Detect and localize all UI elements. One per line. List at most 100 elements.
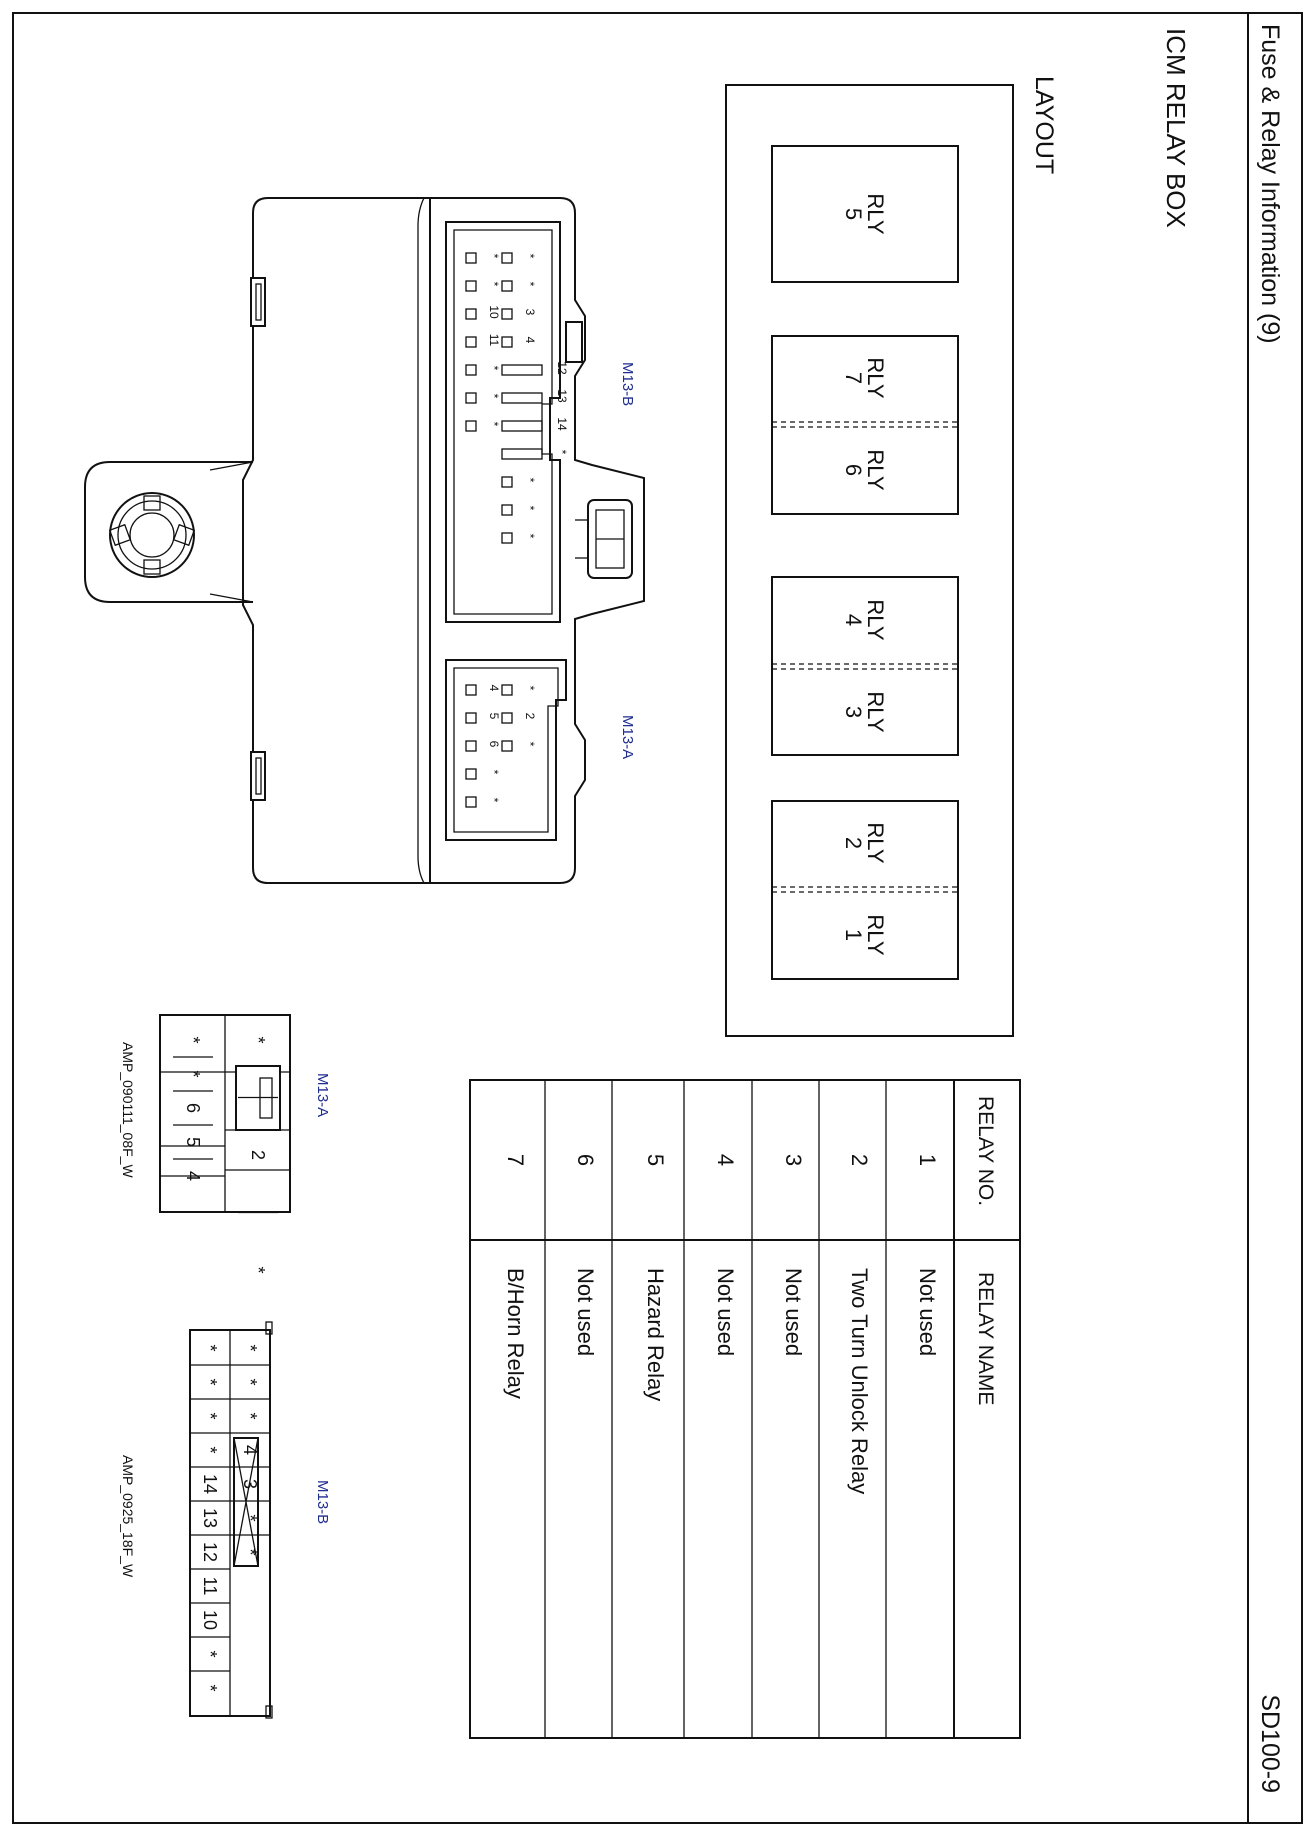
- m13a-socket-label: M13-A: [619, 715, 636, 759]
- relay-label-1: RLY 1: [841, 914, 888, 955]
- socket-pin-label: *: [523, 282, 537, 287]
- housing-tab-lower: [250, 751, 266, 801]
- table-cell-no: 7: [503, 1154, 528, 1166]
- socket-pin: [465, 308, 477, 320]
- relay-block-4-3: [771, 576, 959, 756]
- socket-pin-label: *: [487, 366, 501, 371]
- m13a-connector-face: *2* **654: [159, 1014, 291, 1274]
- table-header-name: RELAY NAME: [974, 1272, 997, 1405]
- m13b-socket-label: M13-B: [619, 362, 636, 406]
- socket-pin: [465, 740, 477, 752]
- relay-label-5: RLY 5: [841, 193, 888, 234]
- mount-bracket-fillets: [209, 461, 254, 603]
- m13a-pins-inner: 456**: [465, 684, 501, 808]
- socket-pin-label: *: [487, 798, 501, 803]
- socket-pin: [465, 252, 477, 264]
- socket-pin: [501, 392, 543, 404]
- face-pin-label: 4: [183, 1171, 203, 1181]
- socket-pin: [465, 684, 477, 696]
- socket-pin: [501, 336, 513, 348]
- face-pin-label: *: [183, 1036, 203, 1043]
- socket-pin: [501, 740, 513, 752]
- socket-pin-label: *: [523, 506, 537, 511]
- socket-pin-label: 10: [487, 305, 501, 319]
- socket-pin: [501, 684, 513, 696]
- relay-label-3: RLY 3: [841, 691, 888, 732]
- svg-text:RLY: RLY: [863, 449, 888, 490]
- socket-pin-label: 12: [555, 361, 569, 375]
- relay-block-2-1: [771, 800, 959, 980]
- socket-pin-label: *: [487, 394, 501, 399]
- housing-tab-lower-slot: [255, 757, 262, 795]
- relay-label-7: RLY 7: [841, 357, 888, 398]
- table-cell-name: Two Turn Unlock Relay: [847, 1268, 872, 1494]
- svg-text:RLY: RLY: [863, 357, 888, 398]
- face-pin-label: *: [200, 1684, 220, 1691]
- relay-label-6: RLY 6: [841, 449, 888, 490]
- socket-pin: [465, 364, 477, 376]
- svg-text:2: 2: [841, 837, 866, 849]
- table-cell-no: 1: [915, 1154, 940, 1166]
- table-cell-name: Not used: [915, 1268, 940, 1356]
- m13a-part-number: AMP_090111_08F_W: [120, 1042, 136, 1178]
- relay-block-5: [771, 145, 959, 283]
- relay-block-7-6: [771, 335, 959, 515]
- face-pin-label: 12: [200, 1542, 220, 1562]
- socket-pin-label: *: [555, 450, 569, 455]
- face-pin-label: *: [200, 1650, 220, 1657]
- relay-layout-frame: [725, 84, 1014, 1037]
- layout-label: LAYOUT: [1030, 76, 1058, 174]
- table-cell-no: 3: [781, 1154, 806, 1166]
- socket-pin: [501, 476, 513, 488]
- socket-pin-label: *: [487, 282, 501, 287]
- table-cell-name: Hazard Relay: [643, 1268, 668, 1401]
- socket-pin: [465, 768, 477, 780]
- socket-pin-label: *: [523, 534, 537, 539]
- socket-pin-label: 13: [555, 389, 569, 403]
- face-pin-label: 11: [200, 1577, 220, 1596]
- m13a-face-label: M13-A: [314, 1073, 331, 1117]
- svg-text:4: 4: [841, 614, 866, 626]
- page-title: Fuse & Relay Information (9): [1256, 24, 1284, 344]
- housing-outline: [242, 197, 645, 884]
- face-pin-label: *: [240, 1378, 260, 1385]
- face-pin-label: *: [200, 1412, 220, 1419]
- housing-lid-edge: [417, 197, 425, 884]
- mount-bolt-icon: [108, 492, 196, 578]
- socket-pin: [501, 308, 513, 320]
- face-pin-label: 4: [240, 1445, 260, 1455]
- section-title: ICM RELAY BOX: [1161, 28, 1191, 228]
- m13b-part-number: AMP_0925_18F_W: [120, 1455, 136, 1578]
- table-cell-no: 5: [643, 1154, 668, 1166]
- face-pin-label: 5: [183, 1137, 203, 1147]
- face-pin-label: 6: [183, 1103, 203, 1113]
- face-pin-label: *: [240, 1548, 260, 1555]
- socket-pin-label: *: [487, 422, 501, 427]
- page-code: SD100-9: [1256, 1694, 1284, 1793]
- svg-text:RLY: RLY: [863, 599, 888, 640]
- m13b-face-label: M13-B: [314, 1480, 331, 1524]
- relay-label-4: RLY 4: [841, 599, 888, 640]
- svg-text:6: 6: [841, 464, 866, 476]
- svg-text:RLY: RLY: [863, 914, 888, 955]
- socket-pin-label: *: [523, 686, 537, 691]
- socket-pin: [465, 420, 477, 432]
- svg-text:RLY: RLY: [863, 822, 888, 863]
- svg-text:1: 1: [841, 929, 866, 941]
- svg-text:RLY: RLY: [863, 193, 888, 234]
- table-cell-no: 2: [847, 1154, 872, 1166]
- socket-pin-label: 2: [523, 713, 537, 720]
- table-cell-name: Not used: [713, 1268, 738, 1356]
- socket-pin: [501, 712, 513, 724]
- socket-pin: [501, 280, 513, 292]
- socket-pin: [501, 420, 543, 432]
- table-cell-no: 6: [573, 1154, 598, 1166]
- socket-pin-label: *: [523, 254, 537, 259]
- table-cell-no: 4: [713, 1154, 738, 1166]
- face-pin-label: 10: [200, 1610, 220, 1630]
